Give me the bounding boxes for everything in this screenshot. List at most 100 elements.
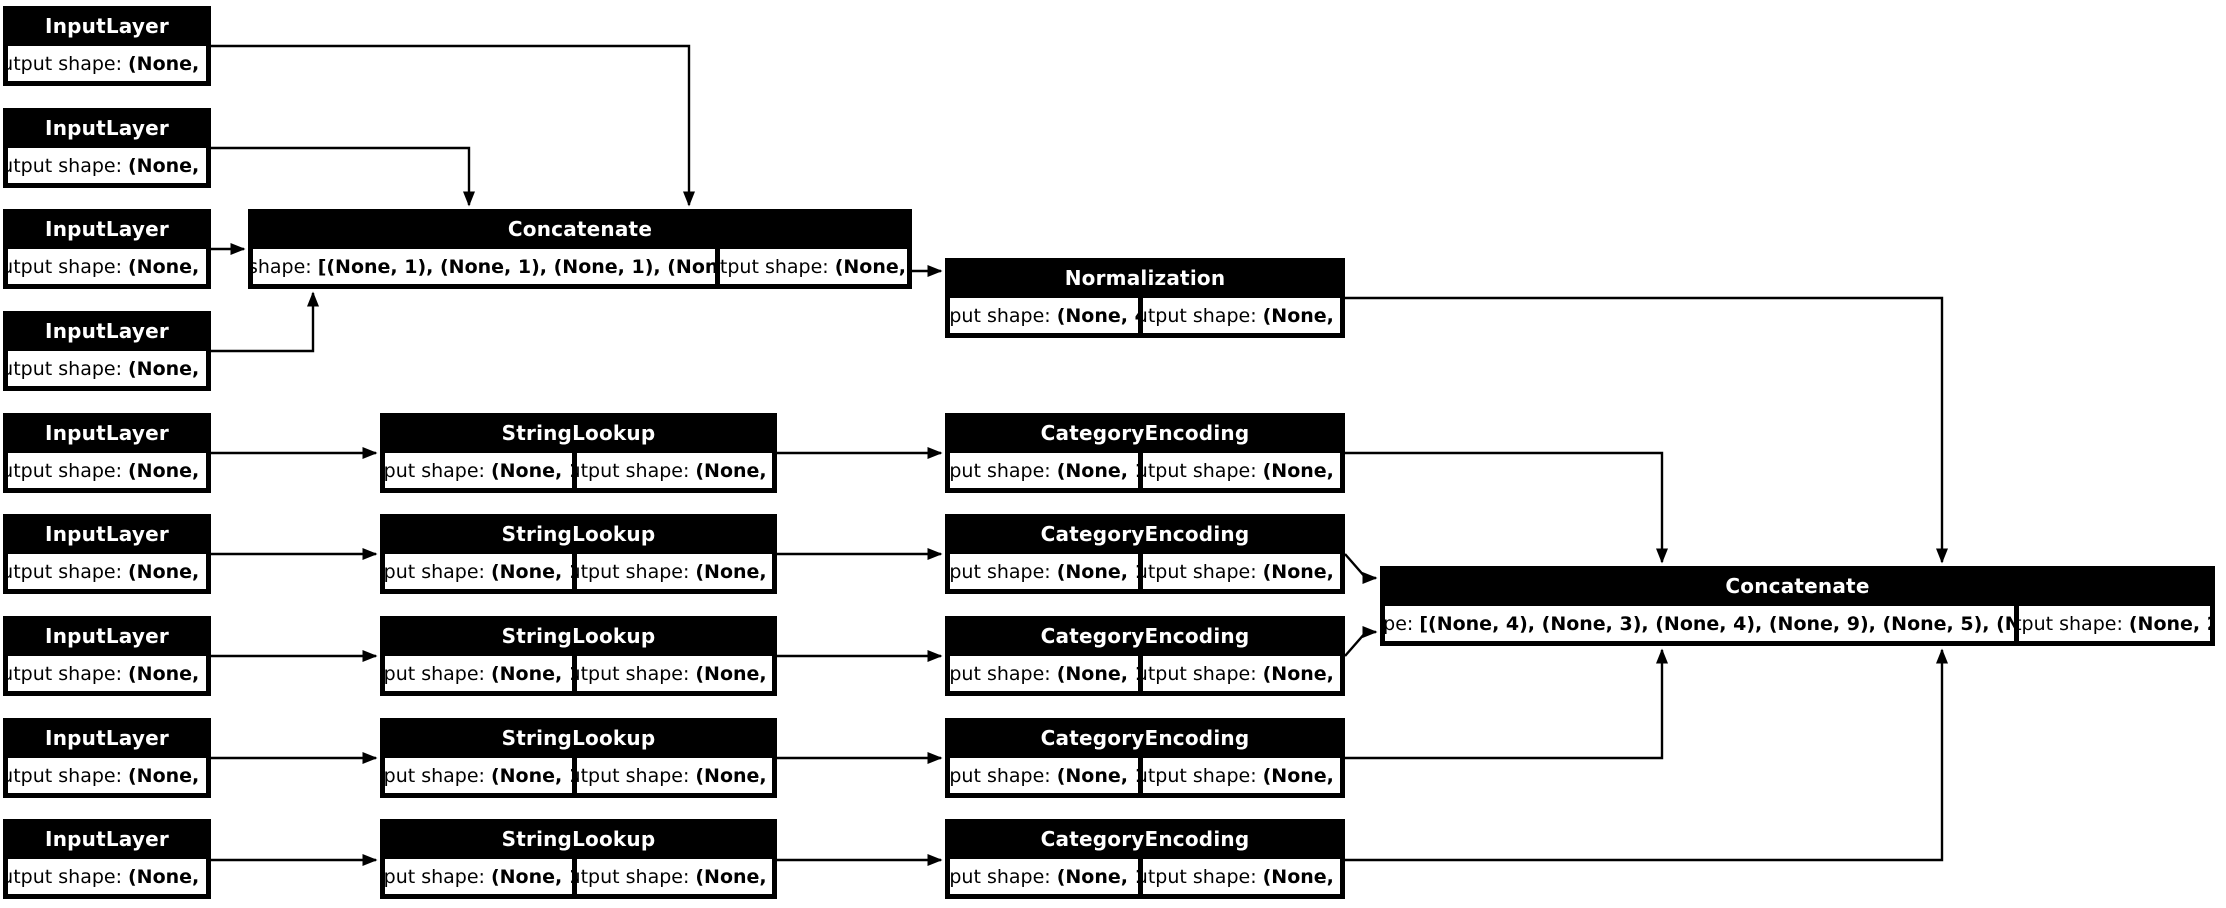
shape-cell: Input shape: (None, 1) (950, 656, 1139, 691)
shape-cell: Output shape: (None, 1) (8, 148, 206, 183)
shape-cell: Output shape: (None, 1) (576, 554, 772, 589)
shape-cell: Output shape: (None, 1) (8, 46, 206, 81)
layer-type-title: Concatenate (507, 217, 653, 241)
layer-type-title: InputLayer (45, 116, 169, 140)
shape-value: (None, 4) (1056, 304, 1139, 327)
layer-shapes-row: Input shape: (None, 1) Output shape: (No… (945, 453, 1345, 493)
shape-label: Input shape: (950, 560, 1051, 583)
shape-cell: Input shape: (None, 1) (385, 554, 572, 589)
layer-shapes-row: Input shape: (None, 1) Output shape: (No… (380, 758, 777, 798)
shape-cell: Output shape: (None, 28) (2018, 606, 2210, 641)
layer-type-title: Concatenate (1725, 574, 1870, 598)
shape-label: Output shape: (577, 560, 690, 583)
shape-cell: Output shape: (None, 1) (576, 656, 772, 691)
shape-cell: Output shape: (None, 1) (8, 758, 206, 793)
layer-type-title: StringLookup (501, 421, 656, 445)
node-input-6: InputLayer Output shape: (None, 1) (3, 514, 211, 594)
shape-label: Output shape: (577, 865, 690, 888)
shape-value: (None, 9) (1262, 662, 1340, 685)
shape-value: (None, 1) (695, 764, 772, 787)
shape-cell: Input shape: (None, 1) (950, 758, 1139, 793)
shape-cell: Output shape: (None, 1) (576, 758, 772, 793)
shape-value: (None, 1) (128, 662, 206, 685)
layer-shapes-row: Output shape: (None, 1) (3, 758, 211, 798)
layer-type-title: CategoryEncoding (1040, 827, 1250, 851)
shape-value: (None, 1) (695, 865, 772, 888)
node-category-encoding-4: CategoryEncoding Input shape: (None, 1) … (945, 718, 1345, 798)
shape-label: Output shape: (720, 255, 829, 278)
shape-label: Output shape: (1143, 662, 1257, 685)
node-string-lookup-3: StringLookup Input shape: (None, 1) Outp… (380, 616, 777, 696)
shape-value: (None, 1) (695, 560, 772, 583)
edge-input-2-to-concatenate-1 (211, 146, 475, 207)
node-input-1: InputLayer Output shape: (None, 1) (3, 6, 211, 86)
layer-type-title: CategoryEncoding (1040, 522, 1250, 546)
layer-type-title: CategoryEncoding (1040, 726, 1250, 750)
shape-label: Output shape: (8, 154, 122, 177)
layer-type-title: InputLayer (45, 421, 169, 445)
shape-value: [(None, 1), (None, 1), (None, 1), (None,… (317, 255, 716, 278)
layer-shapes-row: Output shape: (None, 1) (3, 859, 211, 899)
layer-type-title: Normalization (1064, 266, 1226, 290)
shape-value: (None, 1) (128, 865, 206, 888)
shape-label: Output shape: (8, 865, 122, 888)
layer-type-title: CategoryEncoding (1040, 421, 1250, 445)
shape-label: Input shape: (950, 764, 1051, 787)
layer-type-title: StringLookup (501, 827, 656, 851)
shape-value: (None, 1) (490, 662, 572, 685)
shape-value: (None, 1) (1056, 459, 1139, 482)
edge-category-encoding-3-to-concatenate-2 (1344, 626, 1378, 657)
shape-cell: Input shape: (None, 1) (950, 859, 1139, 894)
layer-shapes-row: Input shape: (None, 1) Output shape: (No… (380, 656, 777, 696)
shape-cell: Input shape: (None, 1) (385, 656, 572, 691)
shape-label: Output shape: (1143, 865, 1257, 888)
shape-value: (None, 3) (1262, 459, 1340, 482)
shape-cell: Output shape: (None, 1) (8, 859, 206, 894)
layer-type-title: InputLayer (45, 624, 169, 648)
shape-cell: Output shape: (None, 4) (1143, 298, 1340, 333)
node-input-2: InputLayer Output shape: (None, 1) (3, 108, 211, 188)
shape-cell: Output shape: (None, 1) (576, 859, 772, 894)
layer-type-title: InputLayer (45, 522, 169, 546)
shape-value: (None, 4) (1262, 560, 1340, 583)
shape-cell: Input shape: (None, 1) (385, 859, 572, 894)
shape-cell: Output shape: (None, 1) (576, 453, 772, 488)
shape-value: (None, 1) (128, 154, 206, 177)
node-normalization: Normalization Input shape: (None, 4) Out… (945, 258, 1345, 338)
layer-shapes-row: Output shape: (None, 1) (3, 351, 211, 391)
layer-type-title: InputLayer (45, 319, 169, 343)
shape-cell: Output shape: (None, 4) (1143, 554, 1340, 589)
shape-label: Input shape: (950, 459, 1051, 482)
shape-label: Output shape: (1143, 560, 1257, 583)
node-input-9: InputLayer Output shape: (None, 1) (3, 819, 211, 899)
shape-value: (None, 1) (1056, 764, 1139, 787)
node-string-lookup-5: StringLookup Input shape: (None, 1) Outp… (380, 819, 777, 899)
shape-cell: Input shape: [(None, 1), (None, 1), (Non… (253, 249, 716, 284)
shape-value: (None, 5) (1262, 764, 1340, 787)
shape-value: (None, 3) (1262, 865, 1340, 888)
shape-cell: Input shape: (None, 1) (950, 453, 1139, 488)
layer-shapes-row: Input shape: (None, 1) Output shape: (No… (380, 554, 777, 594)
layer-type-title: InputLayer (45, 14, 169, 38)
node-category-encoding-2: CategoryEncoding Input shape: (None, 1) … (945, 514, 1345, 594)
node-concatenate-2: Concatenate Input shape: [(None, 4), (No… (1380, 566, 2215, 646)
shape-value: (None, 1) (128, 560, 206, 583)
node-input-3: InputLayer Output shape: (None, 1) (3, 209, 211, 289)
shape-value: (None, 1) (695, 459, 772, 482)
edge-normalization-to-concatenate-2 (1345, 296, 1948, 564)
layer-shapes-row: Input shape: [(None, 1), (None, 1), (Non… (248, 249, 912, 289)
shape-label: Output shape: (577, 662, 690, 685)
shape-value: (None, 4) (834, 255, 907, 278)
shape-label: Input shape: (385, 560, 485, 583)
shape-value: (None, 1) (490, 560, 572, 583)
shape-cell: Input shape: [(None, 4), (None, 3), (Non… (1385, 606, 2014, 641)
layer-shapes-row: Output shape: (None, 1) (3, 249, 211, 289)
edge-input-1-to-concatenate-1 (211, 44, 695, 207)
shape-value: (None, 4) (1262, 304, 1340, 327)
shape-value: (None, 1) (490, 764, 572, 787)
layer-type-title: StringLookup (501, 726, 656, 750)
edge-category-encoding-5-to-concatenate-2 (1345, 648, 1948, 862)
shape-label: Output shape: (8, 662, 122, 685)
layer-type-title: InputLayer (45, 827, 169, 851)
